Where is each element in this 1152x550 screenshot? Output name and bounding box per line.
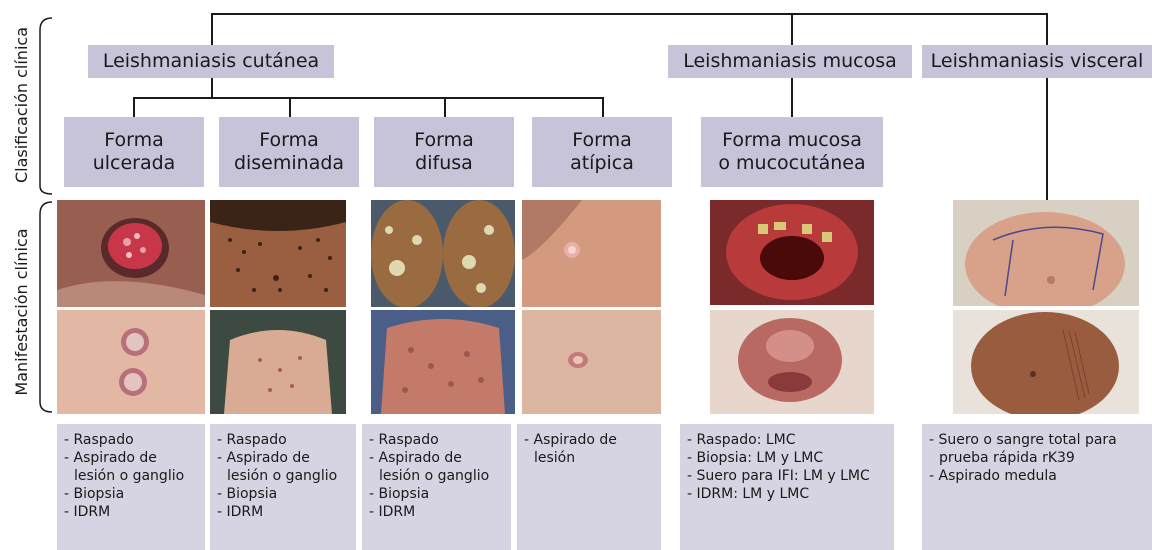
photo-diseminada-1 [210,200,346,307]
clasificacion-label: Clasificación clínica [12,15,32,195]
photo-difusa-1 [371,200,515,307]
form-mucosa: Forma mucosa o mucocutánea [701,117,883,187]
list-item: - IDRM [64,503,199,521]
connector [1046,13,1048,45]
diagnostics-atipica: - Aspirado de lesión [517,424,661,550]
photo-visceral-1 [953,200,1139,306]
list-item: - IDRM [369,503,505,521]
photo-ulcerada-2 [57,310,205,414]
list-item: - Raspado [369,431,505,449]
list-item: - Suero para IFI: LM y LMC [687,467,888,485]
connector [289,97,291,117]
list-item: - Aspirado medula [929,467,1146,485]
photo-difusa-2 [371,310,515,414]
manifestacion-brace [30,200,54,416]
diagnostics-mucosa: - Raspado: LMC - Biopsia: LM y LMC - Sue… [680,424,894,550]
form-diseminada: Forma diseminada [219,117,359,187]
list-item: - Biopsia: LM y LMC [687,449,888,467]
connector [211,13,213,45]
list-item: - Raspado [64,431,199,449]
diagnostics-difusa: - Raspado - Aspirado de lesión o ganglio… [362,424,511,550]
form-difusa: Forma difusa [374,117,514,187]
category-visceral: Leishmaniasis visceral [922,45,1152,78]
list-item: - Aspirado de lesión o ganglio [64,449,199,485]
mucosa-branch [791,78,793,117]
list-item: - Raspado [217,431,350,449]
connector [602,97,604,117]
visceral-branch [1046,78,1048,200]
manifestacion-label: Manifestación clínica [12,212,32,412]
list-item: - Aspirado de lesión o ganglio [217,449,350,485]
photo-mucosa-1 [710,200,874,305]
connector [444,97,446,117]
list-item: - IDRM: LM y LMC [687,485,888,503]
form-atipica: Forma atípica [532,117,672,187]
diagnostics-ulcerada: - Raspado - Aspirado de lesión o ganglio… [57,424,205,550]
photo-visceral-2 [953,310,1139,414]
list-item: - Suero o sangre total para prueba rápid… [929,431,1146,467]
category-cutanea: Leishmaniasis cutánea [88,45,334,78]
form-ulcerada: Forma ulcerada [64,117,204,187]
connector [791,13,793,45]
photo-diseminada-2 [210,310,346,414]
list-item: - Aspirado de lesión [524,431,655,467]
photo-ulcerada-1 [57,200,205,307]
list-item: - Biopsia [64,485,199,503]
photo-atipica-2 [522,310,661,414]
photo-mucosa-2 [710,310,874,414]
list-item: - Biopsia [369,485,505,503]
diagnostics-diseminada: - Raspado - Aspirado de lesión o ganglio… [210,424,356,550]
list-item: - Raspado: LMC [687,431,888,449]
top-connector [211,13,1048,15]
cutanea-branch [211,78,213,98]
list-item: - Biopsia [217,485,350,503]
diagnostics-visceral: - Suero o sangre total para prueba rápid… [922,424,1152,550]
connector [133,97,135,117]
list-item: - IDRM [217,503,350,521]
list-item: - Aspirado de lesión o ganglio [369,449,505,485]
category-mucosa: Leishmaniasis mucosa [668,45,912,78]
cutanea-branch-h [133,97,604,99]
photo-atipica-1 [522,200,661,307]
clasificacion-brace [30,16,54,196]
